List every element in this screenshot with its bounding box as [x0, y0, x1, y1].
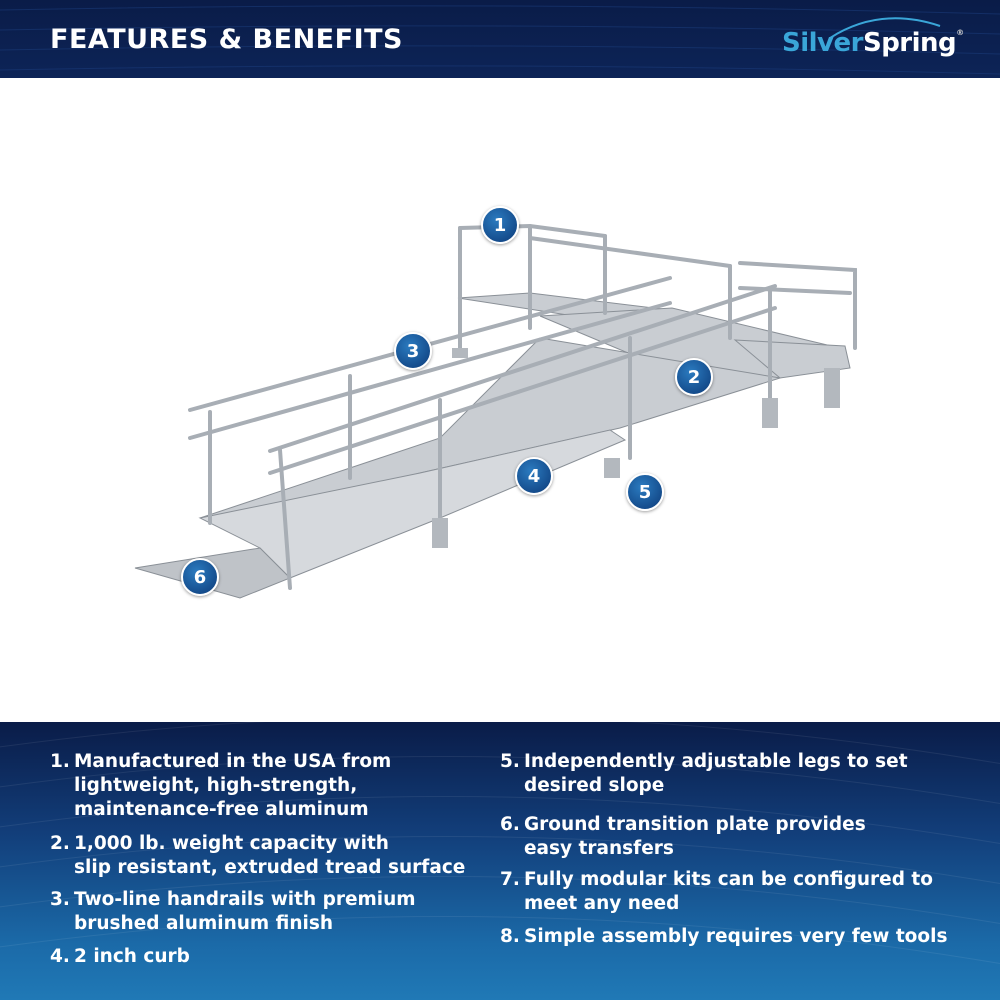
callout-badge-1: 1 [481, 206, 519, 244]
page-title: FEATURES & BENEFITS [50, 24, 403, 55]
feature-item-2: 2.1,000 lb. weight capacity with slip re… [50, 833, 466, 878]
feature-item-6: 6.Ground transition plate provides easy … [500, 814, 866, 859]
feature-item-4: 4.2 inch curb [50, 946, 190, 967]
feature-item-3: 3.Two-line handrails with premium brushe… [50, 889, 416, 934]
callout-badge-2: 2 [675, 358, 713, 396]
features-panel: 1.Manufactured in the USA from lightweig… [0, 722, 1000, 1000]
feature-item-5: 5.Independently adjustable legs to set d… [500, 751, 908, 796]
product-image: 1 2 3 4 5 6 [0, 78, 1000, 722]
feature-item-7: 7.Fully modular kits can be configured t… [500, 869, 933, 914]
callout-badge-3: 3 [394, 332, 432, 370]
ramp-illustration [134, 223, 857, 599]
silverspring-logo: SilverSpring® [782, 28, 964, 58]
callout-badge-5: 5 [626, 473, 664, 511]
header-banner: FEATURES & BENEFITS SilverSpring® [0, 0, 1000, 78]
callout-badge-4: 4 [515, 457, 553, 495]
callout-badge-6: 6 [181, 558, 219, 596]
wave-pattern [0, 722, 1000, 965]
feature-item-1: 1.Manufactured in the USA from lightweig… [50, 751, 392, 820]
logo-arc [830, 17, 941, 39]
feature-item-8: 8.Simple assembly requires very few tool… [500, 926, 948, 947]
wave-pattern [0, 5, 1000, 75]
